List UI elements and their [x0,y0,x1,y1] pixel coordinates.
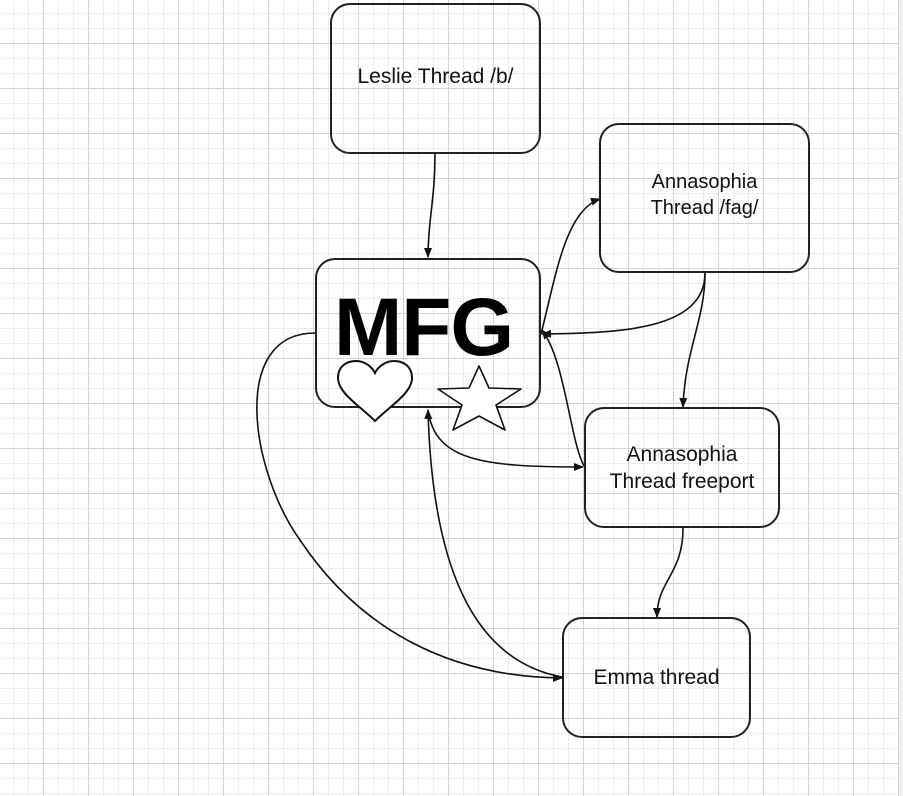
edge-emma-to-mfg[interactable] [424,409,563,678]
node-label-line-1: Annasophia [626,442,738,466]
node-label: Emma thread [593,666,720,689]
node-annasophia-thread-fag[interactable]: Annasophia Thread /fag/ [599,123,810,273]
edge-mfg-to-fag[interactable] [540,197,601,335]
node-emma-thread[interactable]: Emma thread [562,617,751,738]
mfg-title: MFG [334,282,514,373]
edge-freeport-to-mfg[interactable] [541,329,585,467]
edge-fag-to-freeport[interactable] [679,272,706,408]
edge-freeport-to-emma[interactable] [653,527,684,618]
edge-leslie-to-mfg[interactable] [424,153,436,258]
canvas-edge [899,0,903,796]
node-mfg[interactable]: MFG [315,258,541,408]
node-leslie-thread-b[interactable]: Leslie Thread /b/ [330,3,541,154]
node-label-line-2: Thread /fag/ [650,197,759,219]
node-label: Leslie Thread /b/ [357,65,514,88]
edge-mfg-to-emma[interactable] [256,332,563,682]
node-annasophia-thread-freeport[interactable]: Annasophia Thread freeport [584,407,780,528]
edge-mfg-to-freeport[interactable] [427,409,584,471]
node-label-line-2: Thread freeport [609,469,755,493]
node-label-line-1: Annasophia [651,171,758,193]
edge-fag-to-mfg[interactable] [541,272,706,338]
